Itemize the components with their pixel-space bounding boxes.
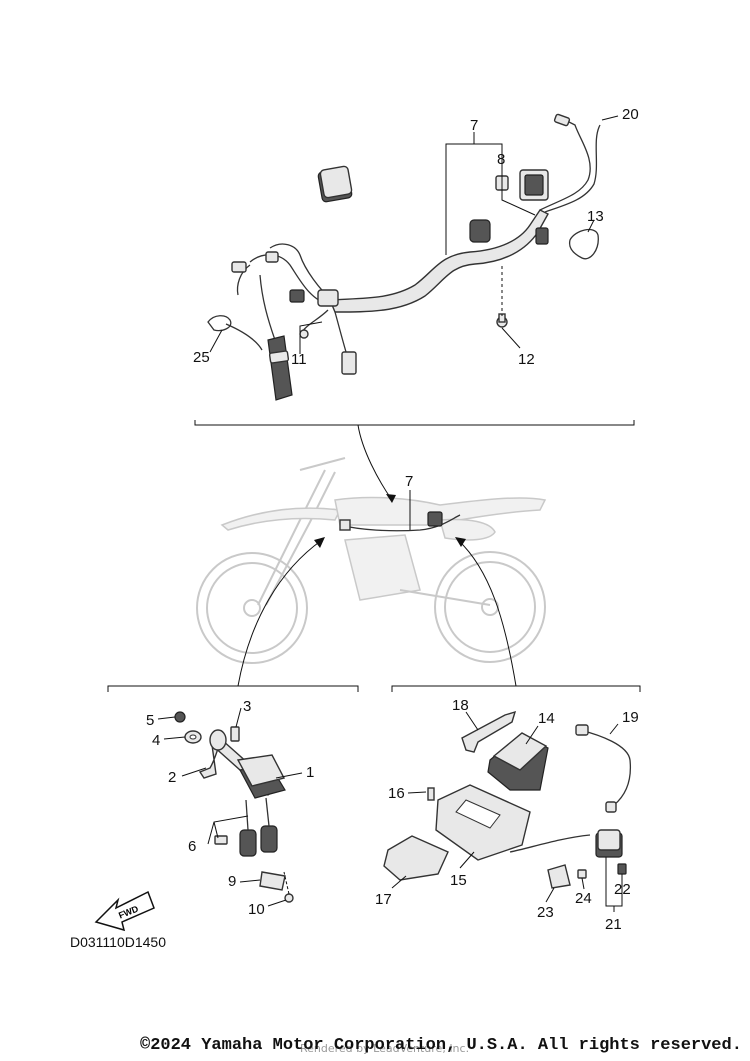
callout-21: 21 xyxy=(605,916,622,933)
callout-20: 20 xyxy=(622,106,639,123)
fwd-arrow-icon: FWD xyxy=(94,890,155,932)
callout-18: 18 xyxy=(452,697,469,714)
section-bracket-right xyxy=(391,685,641,692)
callout-10: 10 xyxy=(248,901,265,918)
callout-2: 2 xyxy=(168,769,176,786)
ecu-group xyxy=(383,710,632,912)
callout-7-bike: 7 xyxy=(405,473,413,490)
section-bracket-top xyxy=(194,420,635,426)
copyright-notice: ©2024 Yamaha Motor Corporation, U.S.A. A… xyxy=(140,1036,742,1055)
callout-4: 4 xyxy=(152,732,160,749)
diagram-code: D031110D1450 xyxy=(70,934,167,950)
motorcycle-illustration xyxy=(196,457,547,664)
callout-11: 11 xyxy=(291,351,307,368)
callout-6: 6 xyxy=(188,838,196,855)
watermark: Rendered by LeadVenture, Inc. xyxy=(300,1042,470,1055)
callout-15: 15 xyxy=(450,872,467,889)
callout-labels: 7 8 20 13 12 11 25 7 3 5 4 1 2 6 9 10 18… xyxy=(146,106,639,933)
callout-13: 13 xyxy=(587,208,604,225)
callout-22: 22 xyxy=(614,881,631,898)
callout-24: 24 xyxy=(575,890,592,907)
callout-14: 14 xyxy=(538,710,555,727)
callout-16: 16 xyxy=(388,785,405,802)
callout-9: 9 xyxy=(228,873,236,890)
callout-25: 25 xyxy=(193,349,210,366)
section-bracket-left xyxy=(107,685,359,692)
wire-harness xyxy=(207,113,619,401)
callout-5: 5 xyxy=(146,712,154,729)
callout-7-top: 7 xyxy=(470,117,478,134)
callout-8: 8 xyxy=(497,151,505,168)
callout-19: 19 xyxy=(622,709,639,726)
ignition-coil-group xyxy=(157,707,303,907)
callout-3: 3 xyxy=(243,698,251,715)
callout-17: 17 xyxy=(375,891,392,908)
callout-1: 1 xyxy=(306,764,314,781)
callout-23: 23 xyxy=(537,904,554,921)
callout-12: 12 xyxy=(518,351,535,368)
